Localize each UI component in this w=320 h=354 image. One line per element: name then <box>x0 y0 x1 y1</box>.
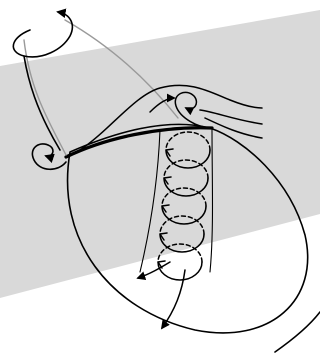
top-left-vortex <box>13 12 72 57</box>
bottom-right-arc <box>275 312 320 352</box>
